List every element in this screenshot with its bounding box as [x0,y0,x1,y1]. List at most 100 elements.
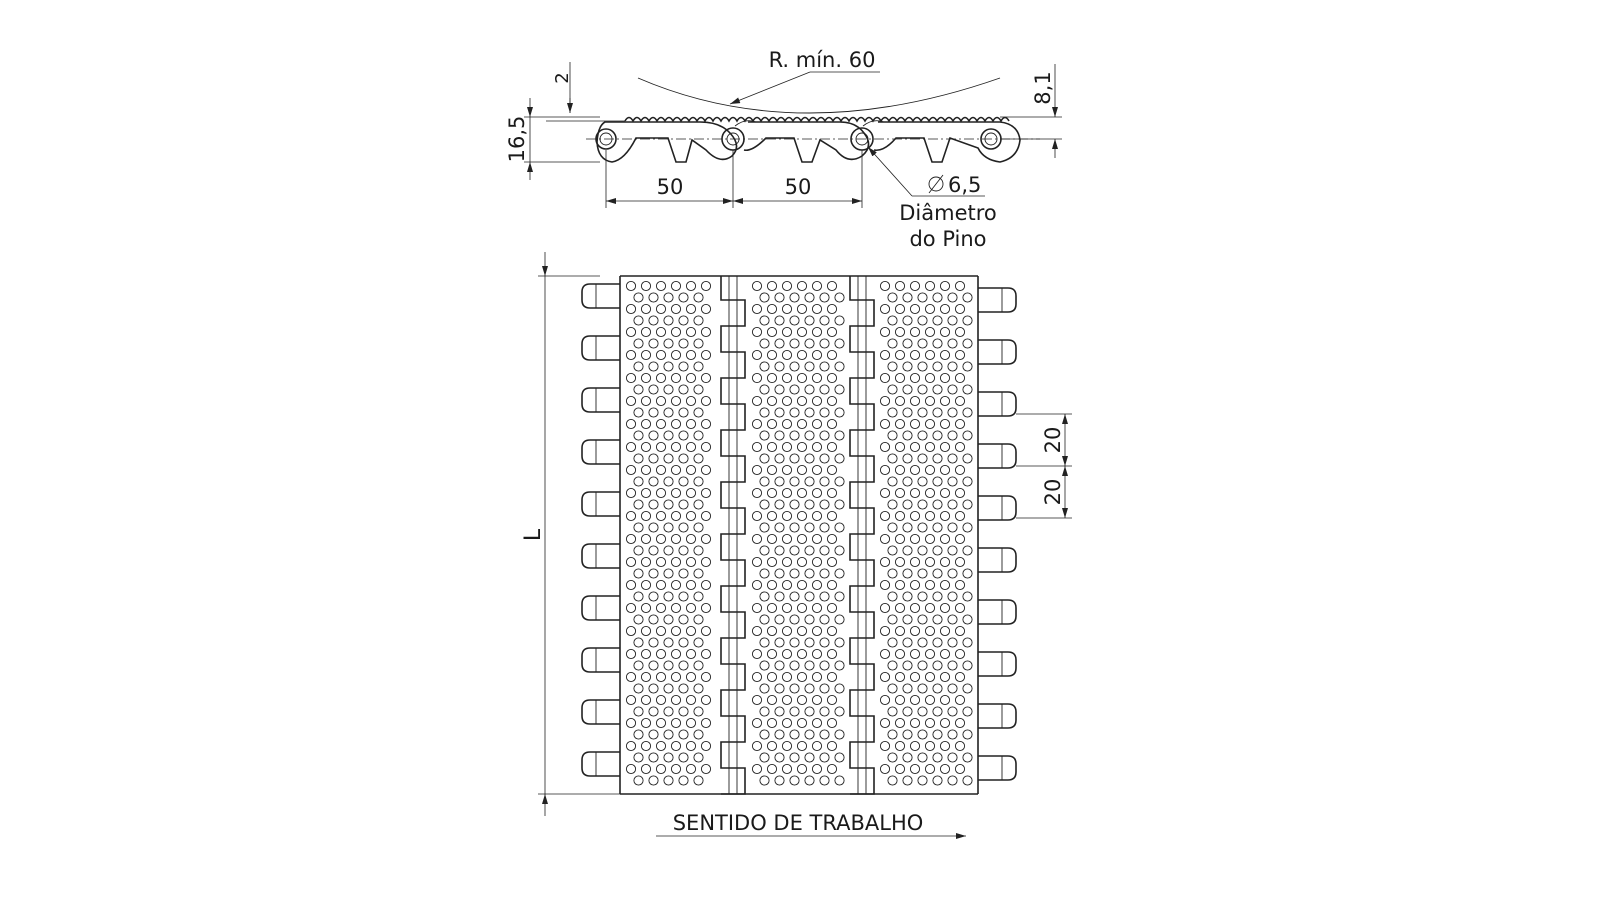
perforation-hole [909,326,921,338]
right-knuckle [978,287,1017,313]
perforation-hole [947,683,958,694]
perforation-hole [678,775,689,786]
perforation-hole [655,441,667,453]
perforation-hole [947,591,958,602]
perforation-hole [766,763,778,775]
perforation-hole [954,717,966,729]
perforation-hole [902,522,913,533]
perforation-hole [640,510,652,522]
perforation-hole [902,568,913,579]
perforation-hole [879,349,891,361]
perforation-hole [700,372,712,384]
perforation-hole [759,729,770,740]
perforation-hole [917,545,928,556]
perforation-hole [670,418,682,430]
perforation-hole [625,349,637,361]
right-knuckle [978,599,1017,625]
perforation-hole [924,441,936,453]
perforation-hole [932,706,943,717]
perforation-hole [932,384,943,395]
perforation-hole [766,625,778,637]
perforation-hole [781,372,793,384]
perforation-hole [887,522,898,533]
perforation-hole [894,303,906,315]
perforation-hole [648,729,659,740]
perforation-hole [902,499,913,510]
perforation-hole [811,303,823,315]
perforation-hole [670,326,682,338]
dim-20-upper: 20 [1041,427,1065,454]
perforation-hole [879,441,891,453]
perforation-hole [947,499,958,510]
perforation-hole [700,648,712,660]
perforation-hole [939,694,951,706]
perforation-hole [917,338,928,349]
perforation-hole [625,464,637,476]
perforation-hole [751,349,763,361]
perforation-hole [640,464,652,476]
perforation-hole [804,660,815,671]
perforation-hole [811,510,823,522]
perforation-hole [678,568,689,579]
perforation-hole [804,499,815,510]
perforation-hole [670,533,682,545]
perforation-hole [939,510,951,522]
perforation-hole [781,602,793,614]
perforation-hole [811,533,823,545]
perforation-hole [962,315,973,326]
perforation-hole [693,660,704,671]
perforation-hole [887,775,898,786]
perforation-hole [774,729,785,740]
perforation-hole [796,556,808,568]
perforation-hole [789,430,800,441]
perforation-hole [947,384,958,395]
perforation-hole [924,556,936,568]
perforation-hole [766,487,778,499]
perforation-hole [924,326,936,338]
perforation-hole [887,614,898,625]
perforation-hole [834,315,845,326]
perforation-hole [939,395,951,407]
perforation-hole [932,430,943,441]
perforation-hole [678,522,689,533]
left-knuckle [581,387,620,413]
perforation-hole [947,407,958,418]
perforation-hole [917,683,928,694]
perforation-hole [811,602,823,614]
perforation-hole [887,361,898,372]
perforation-hole [796,326,808,338]
perforation-hole [962,407,973,418]
perforation-hole [670,671,682,683]
perforation-hole [811,280,823,292]
perforation-hole [939,671,951,683]
perforation-hole [663,775,674,786]
perforation-hole [670,625,682,637]
perforation-hole [804,683,815,694]
perforation-hole [879,694,891,706]
perforation-hole [685,671,697,683]
perforation-hole [700,740,712,752]
perforation-hole [774,384,785,395]
perforation-hole [962,591,973,602]
perforation-hole [826,740,838,752]
perforation-hole [693,315,704,326]
perforation-hole [751,579,763,591]
perforation-hole [947,476,958,487]
perforation-hole [781,648,793,660]
perforation-hole [640,625,652,637]
perforation-hole [685,625,697,637]
perforation-hole [954,510,966,522]
perforation-hole [640,303,652,315]
perforation-hole [826,464,838,476]
right-knuckle [978,703,1017,729]
perforation-hole [663,476,674,487]
perforation-hole [924,487,936,499]
pin-caption-line2: do Pino [909,227,986,251]
perforation-hole [909,372,921,384]
perforation-hole [693,407,704,418]
perforation-hole [826,303,838,315]
perforation-hole [909,579,921,591]
perforation-hole [917,361,928,372]
perforation-hole [700,625,712,637]
perforation-hole [796,648,808,660]
